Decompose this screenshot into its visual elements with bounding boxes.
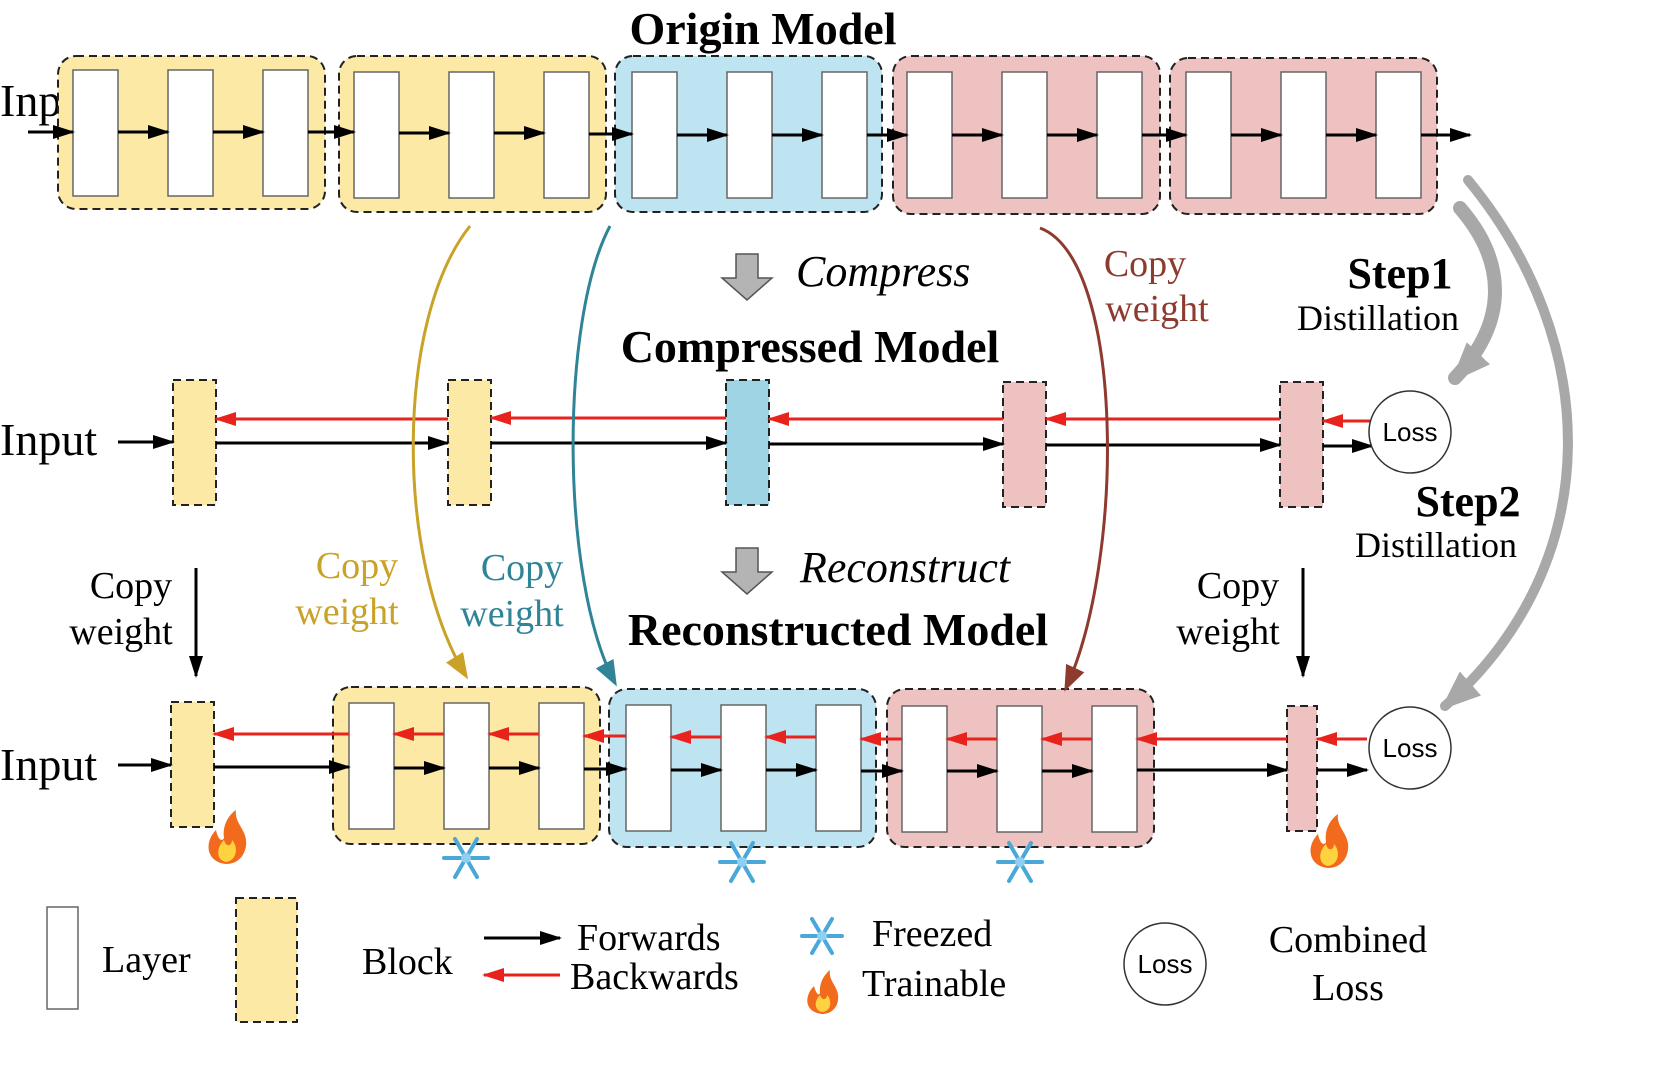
layer [348,702,395,830]
layer [353,71,400,199]
layer [726,71,773,199]
compressed-layer-4 [1002,381,1047,508]
layer [720,704,767,832]
step2-label: Step2 [1415,477,1520,526]
legend-freezed-label: Freezed [872,913,992,955]
layer [906,71,953,199]
layer [1375,71,1422,199]
layer [538,702,585,830]
layer [996,705,1043,833]
origin-model-title: Origin Model [629,3,896,54]
layer [72,69,119,197]
compressed-layer-5 [1279,381,1324,508]
reconstructed-layers [348,702,1138,833]
compressed-model-title: Compressed Model [621,321,1000,372]
copy-weight-curve-yellow [411,225,472,680]
reconstructed-first-layer [170,701,215,828]
layer [1280,71,1327,199]
layer [815,704,862,832]
freeze-icon-3 [996,841,1044,883]
freeze-icon-2 [718,841,766,883]
legend: Layer Block Forwards Backwards Freezed T… [46,897,1427,1023]
layer [901,705,948,833]
reconstruct-arrow-icon [720,547,774,595]
step1-arrow [1448,201,1502,385]
legend-layer-swatch [46,906,79,1010]
copy-word: Copy [1197,565,1279,607]
layer [443,702,490,830]
layer [625,704,672,832]
layer [1001,71,1048,199]
layer [167,69,214,197]
copy-weight-label-yellow: Copy weight [295,545,399,633]
reconstructed-model-title: Reconstructed Model [628,604,1048,655]
legend-loss-circle [1123,922,1207,1006]
input-label-row3: Input [0,739,97,790]
freeze-icon-1 [442,837,490,879]
origin-layers [72,69,1422,199]
loss-label-1: Loss [1383,417,1438,447]
step1-sub: Distillation [1297,298,1459,338]
legend-flame-icon [807,970,839,1014]
reconstructed-arrows [118,727,1369,778]
step1-label: Step1 [1347,249,1452,298]
copy-weight-curve-blue [571,225,617,687]
compressed-layer-2 [447,379,492,506]
layer [1096,71,1143,199]
legend-loss-label: Loss [1138,949,1193,979]
flame-icon-1 [208,810,247,864]
loss-label-2: Loss [1383,733,1438,763]
compress-arrow-icon [720,253,774,301]
step2-arrow [1440,175,1573,711]
legend-block-swatch [235,897,298,1023]
compress-label: Compress [796,247,970,296]
compressed-layer-1 [172,379,217,506]
step2-sub: Distillation [1355,525,1517,565]
layer [262,69,309,197]
legend-trainable-label: Trainable [862,963,1006,1005]
weight-word: weight [295,591,399,633]
layer [821,71,868,199]
legend-combined-label: Combined [1269,919,1427,961]
compressed-layer-3 [725,379,770,506]
layer [1185,71,1232,199]
copy-weight-curve-red [1039,226,1109,692]
legend-layer-label: Layer [102,939,191,981]
weight-word: weight [460,593,564,635]
copy-word: Copy [316,545,398,587]
origin-forward-arrows [28,125,1472,142]
copy-word: Copy [90,565,172,607]
layer [543,71,590,199]
legend-forwards-label: Forwards [577,917,721,959]
layer [631,71,678,199]
legend-combined-loss-label: Loss [1312,967,1384,1009]
input-label-row2: Input [0,414,97,465]
legend-block-label: Block [362,941,453,983]
weight-word: weight [1105,288,1209,330]
copy-word: Copy [1104,243,1186,285]
reconstruct-label: Reconstruct [799,543,1012,592]
legend-backwards-label: Backwards [570,956,739,998]
copy-weight-label-left: Copy weight [69,565,203,678]
weight-word: weight [1176,611,1280,653]
layer [448,71,495,199]
legend-freeze-icon [800,917,844,955]
copy-weight-label-red: Copy weight [1104,243,1209,330]
weight-word: weight [69,611,173,653]
copy-weight-label-blue: Copy weight [460,547,564,635]
layer [1091,705,1138,833]
copy-word: Copy [481,547,563,589]
loss-circle-1: Loss [1368,390,1452,474]
loss-circle-2: Loss [1368,706,1452,790]
reconstructed-last-layer [1286,705,1318,832]
copy-weight-label-right: Copy weight [1176,565,1310,678]
flame-icon-2 [1310,814,1349,868]
compressed-arrows [118,411,1374,453]
